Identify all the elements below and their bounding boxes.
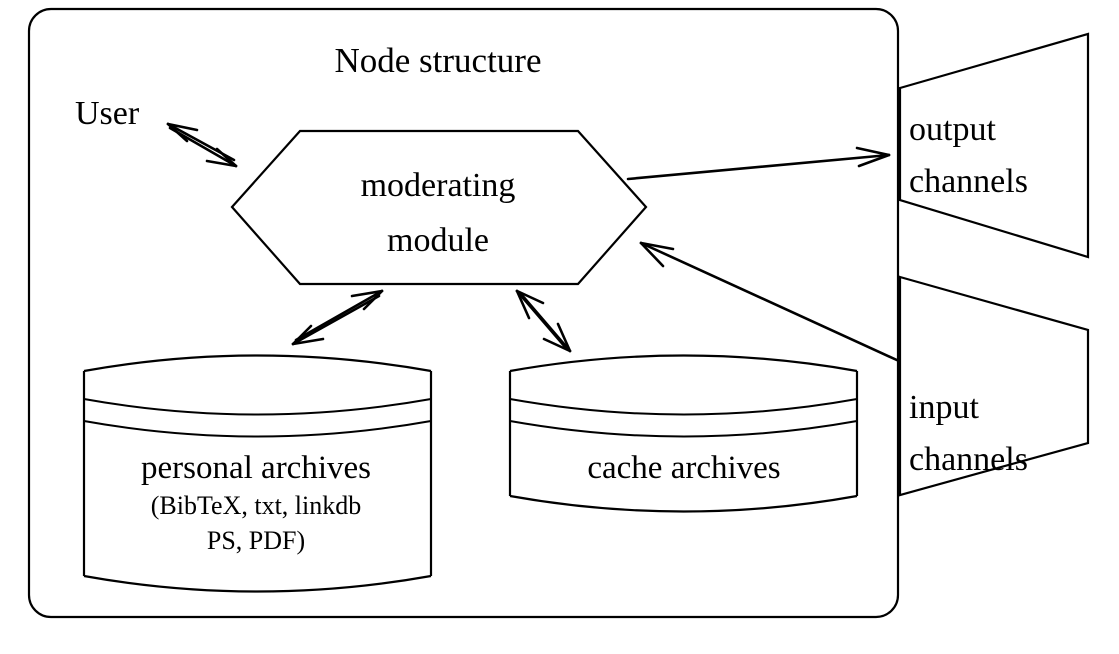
personal-archives-cylinder xyxy=(82,354,433,593)
input-channels-label-line1: input xyxy=(909,389,979,426)
diagram-title: Node structure xyxy=(334,41,541,80)
output-channels-label-line1: output xyxy=(909,111,996,148)
personal-archives-formats-line2: PS, PDF) xyxy=(207,526,305,555)
input-channels-label-line2: channels xyxy=(909,441,1028,478)
personal-archives-label: personal archives xyxy=(141,450,371,486)
moderating-module-label-line2: module xyxy=(387,222,489,259)
personal-archives-formats-line1: (BibTeX, txt, linkdb xyxy=(151,491,362,520)
cache-archives-label: cache archives xyxy=(587,450,780,486)
user-label: User xyxy=(75,95,140,132)
arrow-user-module xyxy=(166,122,238,168)
node-structure-boundary xyxy=(27,7,900,619)
arrow-module-personal-archives xyxy=(291,289,384,346)
output-channels-trapezoid xyxy=(898,32,1090,259)
arrow-input-channels-module xyxy=(639,241,901,363)
moderating-module-label-line1: moderating xyxy=(361,167,516,204)
input-channels-trapezoid xyxy=(898,275,1090,497)
output-channels-label-line2: channels xyxy=(909,163,1028,200)
moderating-module-hexagon xyxy=(230,129,648,286)
arrow-module-output-channels xyxy=(626,146,891,181)
cache-archives-cylinder xyxy=(508,354,859,513)
arrow-module-cache-archives xyxy=(515,289,572,353)
